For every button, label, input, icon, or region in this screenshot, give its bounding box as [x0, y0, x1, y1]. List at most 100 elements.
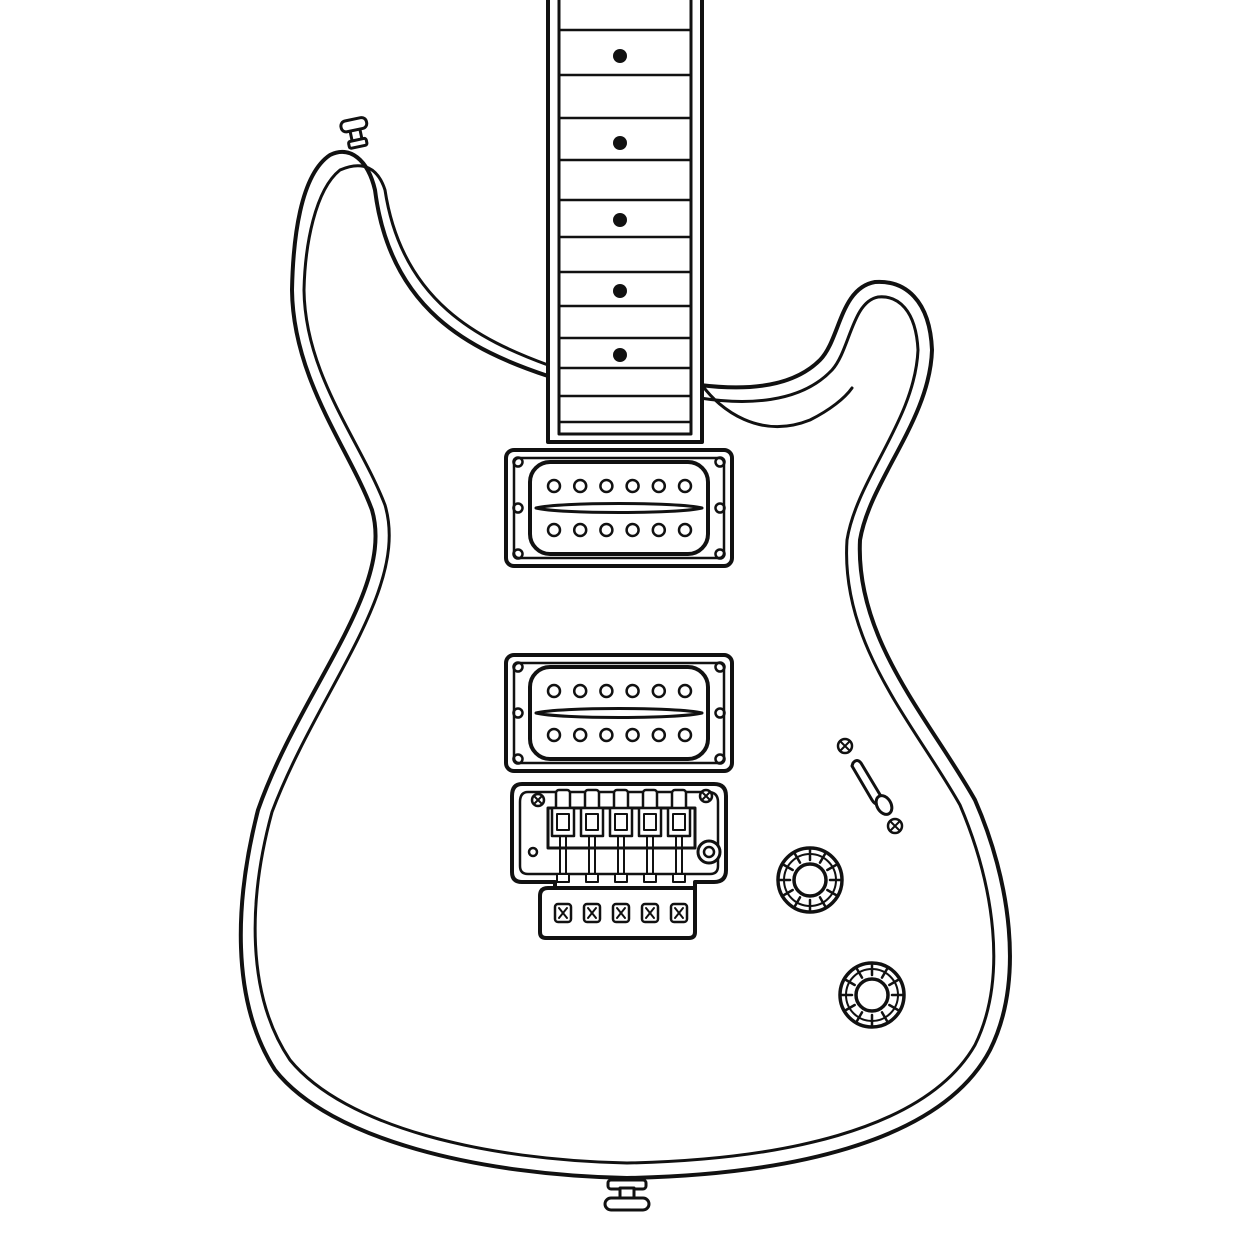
- inlay-dot: [613, 213, 627, 227]
- knob-tick: [855, 967, 864, 979]
- knob-cap: [854, 977, 890, 1013]
- knob-tick: [826, 863, 838, 872]
- tremolo-inner-outline: [518, 790, 720, 876]
- ring-screw: [714, 456, 726, 468]
- pole-piece: [677, 522, 693, 538]
- fretboard: [557, 0, 693, 436]
- bridge-screw: [530, 792, 546, 808]
- fine-tuner[interactable]: [582, 902, 602, 924]
- bridge-screw: [698, 788, 714, 804]
- ring-screw: [512, 707, 524, 719]
- pickup-selector-switch: [836, 737, 904, 835]
- pole-piece: [677, 727, 693, 743]
- pole-piece: [599, 683, 614, 699]
- knob-tick: [844, 1003, 856, 1012]
- pole-piece: [625, 727, 640, 743]
- pole-piece: [625, 683, 640, 699]
- ring-screw: [512, 456, 524, 468]
- pole-piece: [625, 522, 640, 538]
- guitar-body: [238, 149, 1012, 1180]
- saddle: [637, 788, 663, 883]
- tone-knob[interactable]: [838, 961, 906, 1029]
- knob-tick: [818, 896, 827, 908]
- pole-piece: [546, 683, 562, 699]
- pickup-cover: [528, 460, 710, 556]
- knob-tick: [793, 852, 802, 864]
- knob-tick: [782, 888, 794, 897]
- pole-piece: [625, 478, 640, 494]
- knob-tick: [826, 888, 838, 897]
- pole-piece: [651, 727, 667, 743]
- knob-tick: [855, 1011, 864, 1023]
- inlay-dot: [613, 348, 627, 362]
- coil-divider: [534, 707, 704, 719]
- knob-tick: [818, 852, 827, 864]
- pole-piece: [572, 727, 588, 743]
- saddle: [550, 788, 576, 883]
- guitar-neck: [546, 0, 704, 444]
- pole-piece: [599, 727, 614, 743]
- bridge-saddles: [550, 788, 692, 883]
- bridge-pickup: [504, 653, 734, 773]
- pole-piece: [651, 522, 667, 538]
- pole-piece: [572, 522, 588, 538]
- bottom-strap-button: [603, 1178, 651, 1212]
- knob-tick: [888, 978, 900, 987]
- inlay-dot: [613, 136, 627, 150]
- ring-screw: [512, 548, 524, 560]
- knob-tick: [782, 863, 794, 872]
- ring-screw: [714, 707, 726, 719]
- upper-strap-button: [339, 116, 369, 150]
- pole-piece: [651, 478, 667, 494]
- ring-screw: [714, 548, 726, 560]
- pole-piece: [677, 478, 693, 494]
- ring-screw: [512, 502, 524, 514]
- fine-tuner[interactable]: [669, 902, 689, 924]
- bridge-pivot: [527, 846, 539, 858]
- saddle: [579, 788, 605, 883]
- body-bevel-line: [253, 164, 996, 1165]
- pole-piece: [599, 522, 614, 538]
- pole-piece: [599, 478, 614, 494]
- ring-screw: [512, 661, 524, 673]
- knob-cap: [792, 862, 828, 898]
- frets: [557, 28, 693, 424]
- fine-tuner[interactable]: [611, 902, 631, 924]
- ring-screw: [714, 661, 726, 673]
- body-outline: [238, 149, 1012, 1180]
- inlay-dot: [613, 284, 627, 298]
- ring-screw: [512, 753, 524, 765]
- saddle: [608, 788, 634, 883]
- pole-piece: [546, 727, 562, 743]
- pole-piece: [546, 522, 562, 538]
- ring-screw: [714, 502, 726, 514]
- knob-tick: [793, 896, 802, 908]
- knob-tick: [888, 1003, 900, 1012]
- pole-piece: [651, 683, 667, 699]
- fine-tuner[interactable]: [640, 902, 660, 924]
- switch-screw: [886, 817, 904, 835]
- coil-divider: [534, 502, 704, 514]
- saddle: [666, 788, 692, 883]
- neck-heel-contour: [700, 383, 854, 428]
- fret-inlays: [613, 49, 627, 362]
- volume-knob[interactable]: [776, 846, 844, 914]
- fine-tuners: [553, 902, 689, 924]
- switch-tip: [874, 794, 894, 816]
- inlay-dot: [613, 49, 627, 63]
- tremolo-arm-socket: [696, 839, 722, 865]
- pickup-cover: [528, 665, 710, 761]
- pole-piece: [572, 683, 588, 699]
- neck-pickup: [504, 448, 734, 568]
- pole-piece: [546, 478, 562, 494]
- tremolo-bridge: [510, 782, 728, 940]
- knob-tick: [844, 978, 856, 987]
- switch-screw: [836, 737, 854, 755]
- knob-tick: [880, 1011, 889, 1023]
- fine-tuner[interactable]: [553, 902, 573, 924]
- pole-piece: [677, 683, 693, 699]
- knob-tick: [880, 967, 889, 979]
- ring-screw: [714, 753, 726, 765]
